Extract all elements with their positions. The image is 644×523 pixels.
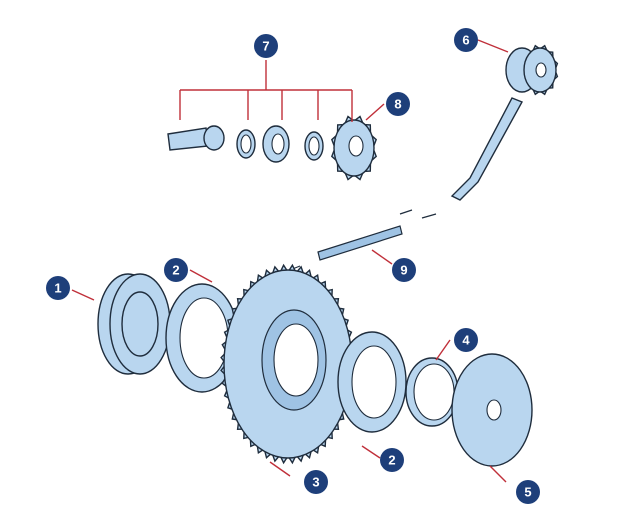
svg-text:4: 4 bbox=[462, 333, 470, 348]
svg-text:8: 8 bbox=[394, 97, 401, 112]
part-1-drum bbox=[97, 273, 171, 375]
callout-6: 6 bbox=[454, 28, 478, 52]
svg-text:3: 3 bbox=[312, 475, 319, 490]
svg-text:6: 6 bbox=[462, 33, 469, 48]
svg-text:5: 5 bbox=[524, 485, 531, 500]
callout-4: 4 bbox=[454, 328, 478, 352]
svg-text:1: 1 bbox=[54, 281, 61, 296]
part-9-chain bbox=[289, 209, 437, 271]
part-8-small-sprocket bbox=[330, 115, 378, 181]
svg-text:2: 2 bbox=[388, 453, 395, 468]
callout-9: 9 bbox=[392, 258, 416, 282]
callout-2b: 2 bbox=[380, 448, 404, 472]
svg-text:7: 7 bbox=[262, 39, 269, 54]
part-3-large-sprocket bbox=[220, 263, 356, 465]
part-5-hub-plate bbox=[451, 353, 533, 467]
part-7-axle-assembly bbox=[167, 125, 324, 163]
callout-7: 7 bbox=[254, 34, 278, 58]
svg-text:9: 9 bbox=[400, 263, 407, 278]
svg-text:2: 2 bbox=[172, 263, 179, 278]
callout-8: 8 bbox=[386, 92, 410, 116]
leader-lines bbox=[71, 39, 509, 483]
part-6-chain-guide bbox=[450, 97, 523, 201]
part-4-retaining-ring bbox=[405, 357, 459, 427]
callout-1: 1 bbox=[46, 276, 70, 300]
part-6-twin-sprocket bbox=[505, 44, 559, 96]
callout-5: 5 bbox=[516, 480, 540, 504]
part-2-ring-right bbox=[337, 331, 407, 433]
callout-2a: 2 bbox=[164, 258, 188, 282]
callout-3: 3 bbox=[304, 470, 328, 494]
part-2-ring-left bbox=[165, 283, 239, 393]
